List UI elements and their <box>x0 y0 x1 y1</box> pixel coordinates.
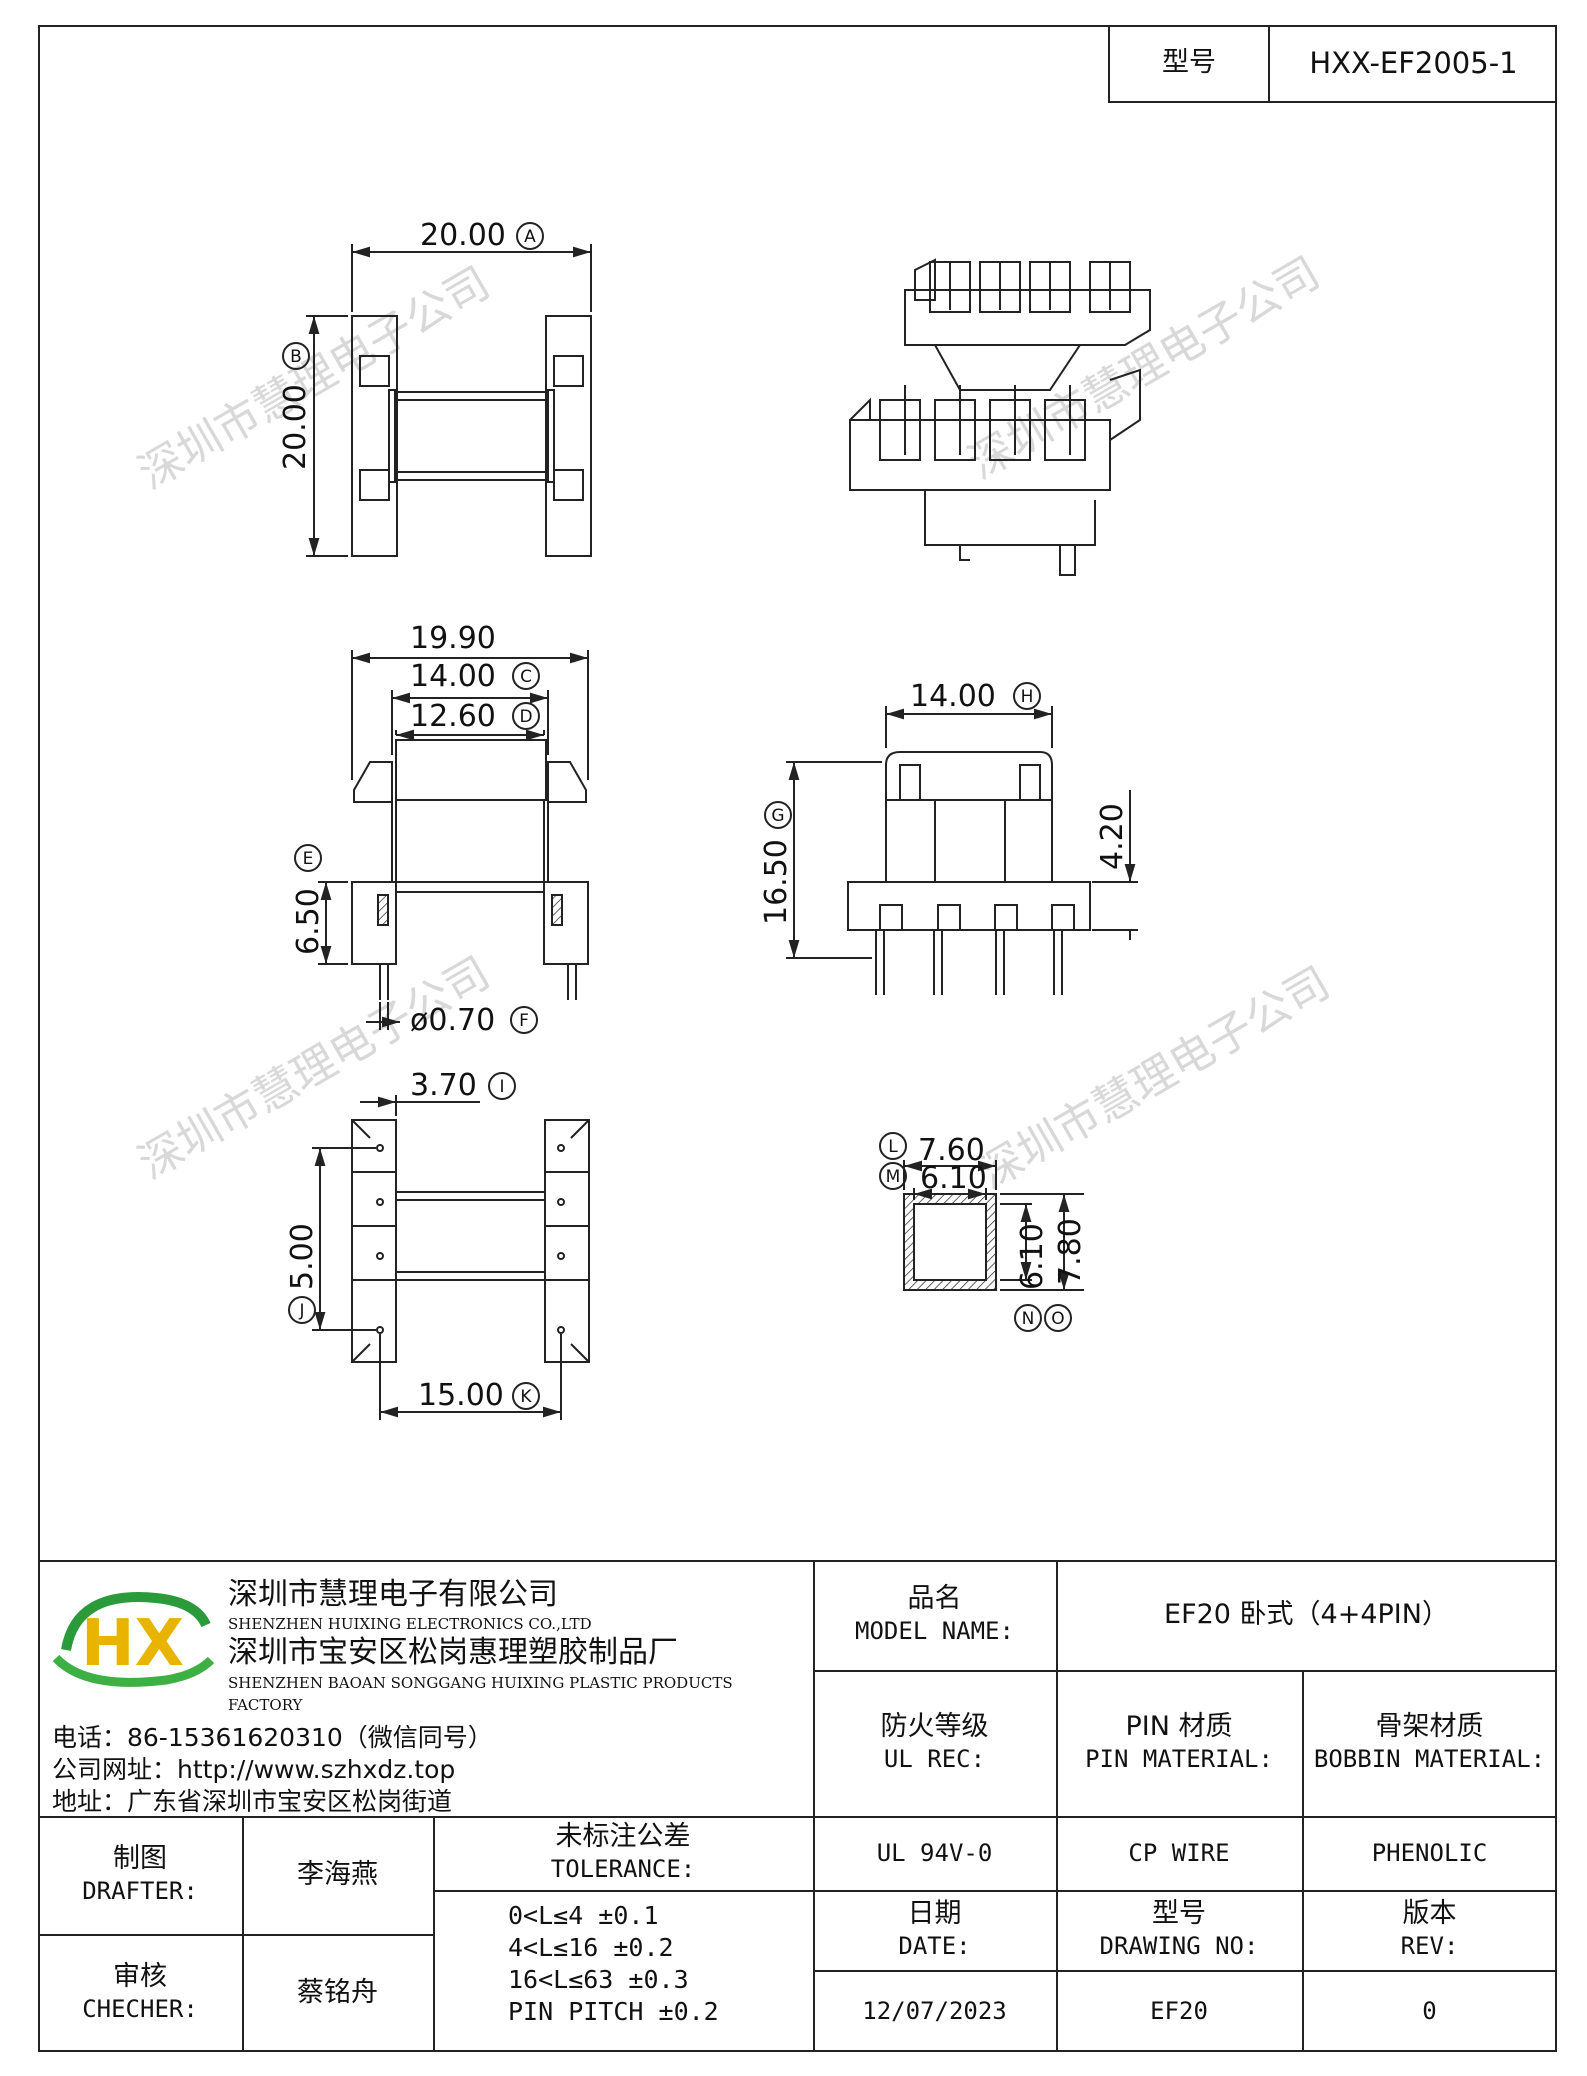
callout-h-circle <box>1013 682 1041 710</box>
dim-b-value: 20.00 <box>278 384 313 470</box>
callout-b: B <box>290 347 302 367</box>
drafter-value: 李海燕 <box>297 1859 378 1890</box>
drafter-label: 制图 DRAFTER: <box>82 1843 198 1905</box>
callout-i-circle <box>488 1072 516 1100</box>
dim-c-value: 14.00 <box>410 659 496 694</box>
callout-k-circle <box>512 1382 540 1410</box>
date-value: 12/07/2023 <box>862 1997 1007 2025</box>
callout-e: E <box>303 849 314 869</box>
dim-h-value: 14.00 <box>910 679 996 714</box>
tolerance-label: 未标注公差 TOLERANCE: <box>550 1821 696 1883</box>
side-view <box>786 706 1138 995</box>
front-view <box>318 650 589 1030</box>
company-website: 公司网址：http://www.szhxdz.top <box>52 1755 456 1784</box>
company-info: 深圳市慧理电子有限公司 SHENZHEN HUIXING ELECTRONICS… <box>228 1576 808 1716</box>
callout-f: F <box>519 1011 529 1031</box>
tolerance-line-4: PIN PITCH ±0.2 <box>508 1997 719 2026</box>
technical-drawing: 深圳市慧理电子公司 深圳市慧理电子公司 深圳市慧理电子公司 深圳市慧理电子公司 <box>130 218 1338 1420</box>
callout-l: L <box>888 1137 898 1157</box>
dim-m-value: 6.10 <box>920 1161 987 1196</box>
dim-42-value: 4.20 <box>1095 803 1130 870</box>
callout-f-circle <box>510 1006 538 1034</box>
callout-k: K <box>520 1387 532 1407</box>
factory-name-en: SHENZHEN BAOAN SONGGANG HUIXING PLASTIC … <box>228 1674 733 1714</box>
company-contact: 电话：86-15361620310（微信同号） 公司网址：http://www.… <box>52 1722 812 1818</box>
bobbin-material-value: PHENOLIC <box>1371 1839 1488 1867</box>
watermark-4: 深圳市慧理电子公司 <box>970 957 1338 1199</box>
callout-j: J <box>298 1301 304 1321</box>
company-name-en: SHENZHEN HUIXING ELECTRONICS CO.,LTD <box>228 1615 592 1633</box>
dim-g-value: 16.50 <box>759 839 794 925</box>
callout-d: D <box>519 707 532 727</box>
callout-d-circle <box>512 702 540 730</box>
callout-j-circle <box>288 1296 316 1324</box>
callout-c: C <box>520 667 532 687</box>
model-name-value: EF20 卧式（4+4PIN） <box>1164 1599 1449 1630</box>
top-view <box>306 244 592 557</box>
date-label: 日期 DATE: <box>898 1898 971 1960</box>
callout-m-circle <box>879 1162 907 1190</box>
rev-label: 版本 REV: <box>1400 1898 1459 1960</box>
callout-g: G <box>771 806 784 826</box>
logo-text: HX <box>81 1607 184 1681</box>
header-model-box: 型号 HXX-EF2005-1 <box>1108 25 1557 103</box>
dim-j-value: 5.00 <box>285 1223 320 1290</box>
dim-a-value: 20.00 <box>420 218 506 253</box>
callout-a: A <box>524 227 536 247</box>
callout-n: N <box>1022 1309 1035 1329</box>
dim-199-value: 19.90 <box>410 621 496 656</box>
callout-m: M <box>886 1167 901 1187</box>
bobbin-material-label: 骨架材质 BOBBIN MATERIAL: <box>1313 1711 1546 1773</box>
header-model-label: 型号 <box>1110 25 1270 101</box>
dim-i-value: 3.70 <box>410 1068 477 1103</box>
callout-c-circle <box>512 662 540 690</box>
dim-n-value: 6.10 <box>1015 1223 1050 1290</box>
company-phone: 电话：86-15361620310（微信同号） <box>52 1723 493 1752</box>
tolerance-line-3: 16<L≤63 ±0.3 <box>508 1965 689 1994</box>
callout-n-circle <box>1014 1304 1042 1332</box>
callout-h: H <box>1021 687 1034 707</box>
tolerance-values: 0<L≤4 ±0.1 4<L≤16 ±0.2 16<L≤63 ±0.3 PIN … <box>508 1900 808 2028</box>
callout-a-circle <box>516 222 544 250</box>
bottom-view <box>312 1095 590 1420</box>
ul-rec-value: UL 94V-0 <box>876 1839 993 1867</box>
dim-f-value: ø0.70 <box>410 1003 495 1038</box>
drawing-no-label: 型号 DRAWING NO: <box>1099 1898 1259 1960</box>
drawing-frame <box>38 25 1557 2052</box>
model-name-label: 品名 MODEL NAME: <box>855 1583 1014 1645</box>
title-block: HX 深圳市慧理电子有限公司 SHENZHEN HUIXING ELECTRON… <box>38 1560 1557 2052</box>
dim-d-value: 12.60 <box>410 699 496 734</box>
pin-material-value: CP WIRE <box>1128 1839 1230 1867</box>
tolerance-line-1: 0<L≤4 ±0.1 <box>508 1901 659 1930</box>
isometric-view <box>849 258 1151 576</box>
rev-value: 0 <box>1422 1997 1437 2025</box>
section-view <box>903 1160 1084 1291</box>
tolerance-line-2: 4<L≤16 ±0.2 <box>508 1933 674 1962</box>
dim-l-value: 7.60 <box>918 1133 985 1168</box>
callout-o: O <box>1051 1309 1064 1329</box>
company-name-cn: 深圳市慧理电子有限公司 <box>228 1577 558 1612</box>
checker-value: 蔡铭舟 <box>297 1977 378 2008</box>
ul-rec-label: 防火等级 UL REC: <box>880 1711 989 1773</box>
company-logo: HX <box>52 1592 215 1687</box>
company-address: 地址：广东省深圳市宝安区松岗街道 <box>52 1787 453 1816</box>
callout-o-circle <box>1044 1304 1072 1332</box>
callout-g-circle <box>764 801 792 829</box>
dim-k-value: 15.00 <box>418 1378 504 1413</box>
checker-label: 审核 CHECHER: <box>82 1961 198 2023</box>
factory-name-cn: 深圳市宝安区松岗惠理塑胶制品厂 <box>228 1635 678 1670</box>
callout-i: I <box>499 1077 504 1097</box>
callout-b-circle <box>282 342 310 370</box>
pin-material-label: PIN 材质 PIN MATERIAL: <box>1085 1711 1273 1773</box>
header-model-value: HXX-EF2005-1 <box>1309 46 1518 80</box>
drawing-no-value: EF20 <box>1150 1997 1208 2025</box>
callout-l-circle <box>879 1132 907 1160</box>
dim-e-value: 6.50 <box>291 888 326 955</box>
dim-o-value: 7.80 <box>1053 1218 1088 1285</box>
callout-e-circle <box>294 844 322 872</box>
